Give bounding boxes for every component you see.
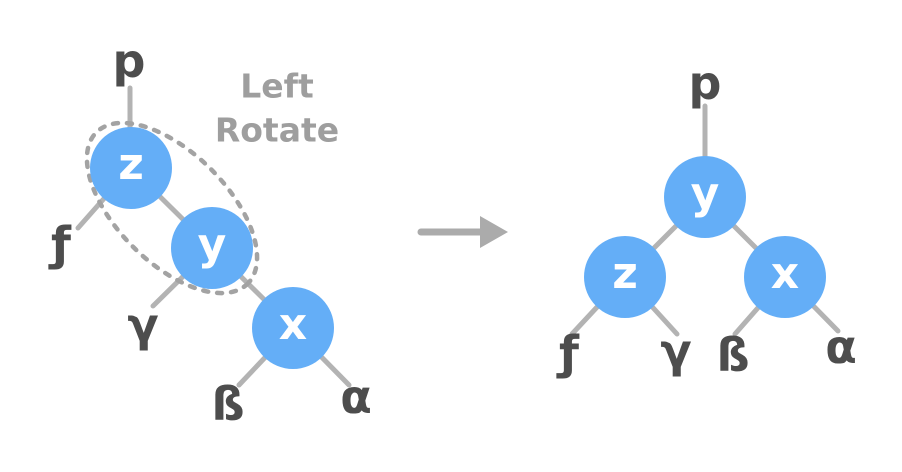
before-subtree-label-f: ƒ [50, 217, 72, 271]
after-subtree-label-beta: ß [716, 328, 750, 382]
before-parent-label-p: p [112, 34, 146, 88]
before-tree-node-z: z [90, 127, 172, 209]
rotation-operation-line1: Left [240, 66, 314, 106]
after-subtree-label-f: ƒ [558, 326, 580, 380]
before-subtree-label-beta: ß [211, 377, 245, 431]
before-subtree-label-alpha: α [340, 370, 372, 424]
after-tree-node-z: z [584, 236, 666, 318]
after-parent-label-p: p [688, 56, 722, 110]
before-subtree-label-gamma: γ [127, 298, 159, 352]
after-tree-node-x: x [744, 236, 826, 318]
before-tree-node-y: y [171, 207, 253, 289]
after-tree-node-y: y [664, 156, 746, 238]
rotation-operation-label: Left Rotate [215, 64, 339, 151]
rotation-operation-line2: Rotate [214, 110, 340, 149]
after-subtree-label-gamma: γ [660, 324, 692, 378]
after-subtree-label-alpha: α [825, 320, 857, 374]
before-tree-node-x: x [252, 287, 334, 369]
